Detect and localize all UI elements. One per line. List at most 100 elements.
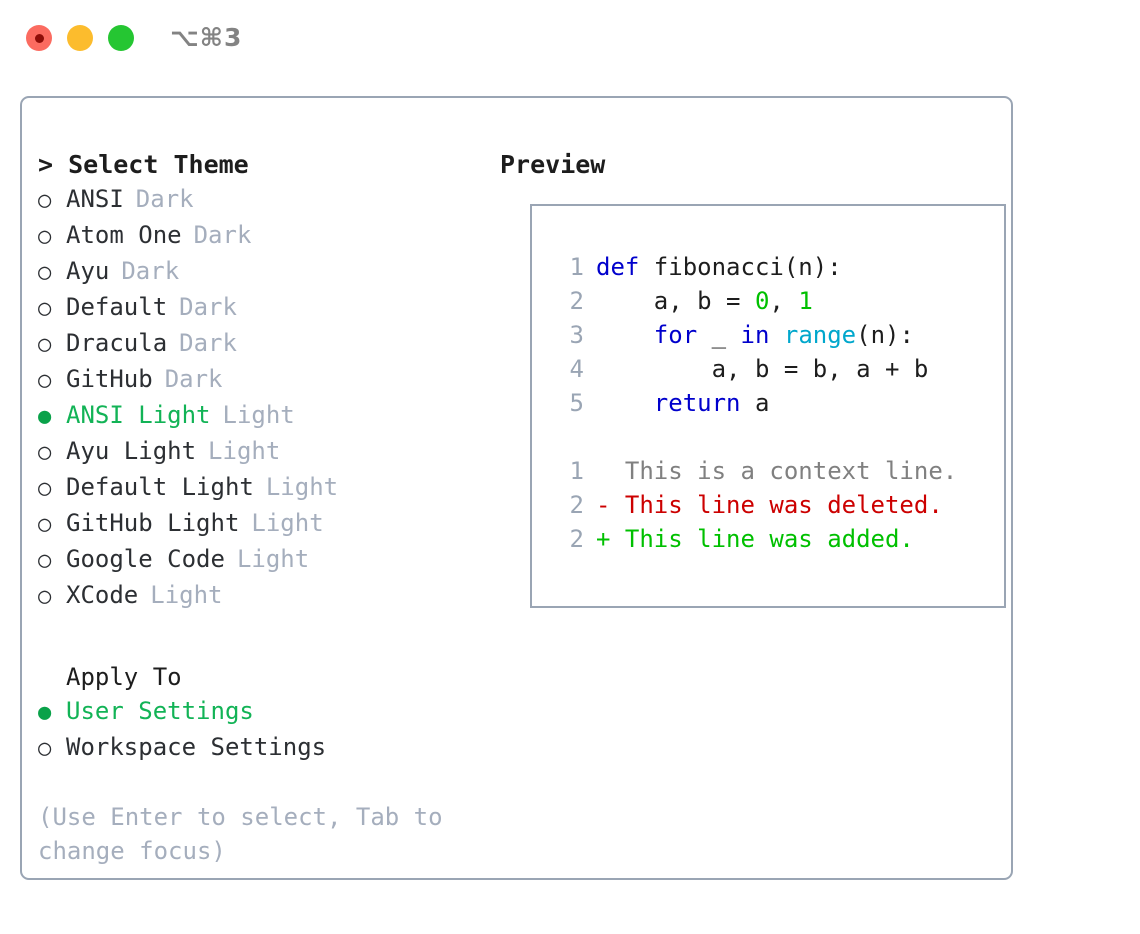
radio-unselected-icon: ○: [38, 188, 52, 213]
theme-kind-badge: Dark: [179, 329, 237, 357]
code-line: 3 for _ in range(n):: [550, 318, 957, 352]
theme-name: ANSI Light: [66, 401, 211, 429]
apply-to-item[interactable]: ○ Workspace Settings: [38, 730, 490, 766]
theme-kind-badge: Light: [208, 437, 281, 465]
theme-kind-badge: Light: [150, 581, 223, 609]
theme-kind-badge: Light: [251, 509, 324, 537]
minimize-button[interactable]: [67, 25, 93, 51]
code-token: [596, 321, 654, 349]
theme-list-item[interactable]: ● ANSI Light Light: [38, 398, 490, 434]
close-button[interactable]: [26, 25, 52, 51]
diff-line: 2 - This line was deleted.: [550, 488, 957, 522]
radio-unselected-icon: ○: [38, 512, 52, 537]
theme-name: GitHub: [66, 365, 153, 393]
code-token: 0: [754, 287, 770, 315]
line-number: 4: [569, 355, 584, 383]
radio-unselected-icon: ○: [38, 224, 52, 249]
code-token: [596, 389, 654, 417]
theme-list-item[interactable]: ○ Ayu Dark: [38, 254, 490, 290]
code-line: 4 a, b = b, a + b: [550, 352, 957, 386]
code-token: (n):: [856, 321, 914, 349]
code-token: in: [740, 321, 770, 349]
line-number: 2: [569, 525, 584, 553]
line-number: 2: [569, 287, 584, 315]
radio-unselected-icon: ○: [38, 476, 52, 501]
radio-unselected-icon: ○: [38, 332, 52, 357]
line-number: 5: [569, 389, 584, 417]
theme-kind-badge: Light: [265, 473, 339, 501]
radio-unselected-icon: ○: [38, 368, 52, 393]
blank-line: [550, 420, 957, 454]
preview-heading: Preview: [500, 150, 606, 179]
radio-unselected-icon: ○: [38, 736, 52, 761]
theme-list-item[interactable]: ○ Ayu Light Light: [38, 434, 490, 470]
code-token: _: [697, 321, 741, 349]
code-token: def: [596, 253, 640, 281]
diff-text: + This line was added.: [596, 525, 914, 553]
code-text: a, b = 0, 1: [596, 284, 813, 318]
code-text: a, b = b, a + b: [596, 352, 929, 386]
theme-kind-badge: Dark: [164, 365, 223, 393]
theme-name: ANSI: [66, 185, 124, 213]
theme-kind-badge: Light: [222, 401, 295, 429]
theme-name: Default: [66, 293, 168, 321]
theme-list-item[interactable]: ○ GitHub Dark: [38, 362, 490, 398]
theme-list-item[interactable]: ○ Default Dark: [38, 290, 490, 326]
code-token: fibonacci(n):: [639, 253, 842, 281]
code-token: return: [653, 389, 741, 417]
theme-kind-badge: Dark: [121, 257, 180, 285]
code-text: for _ in range(n):: [596, 318, 914, 352]
diff-text: - This line was deleted.: [596, 491, 943, 519]
line-number: 1: [569, 457, 584, 485]
diff-line: 2 + This line was added.: [550, 522, 957, 556]
line-number: 1: [569, 253, 584, 281]
theme-name: Ayu: [66, 257, 110, 285]
code-token: a, b =: [596, 287, 755, 315]
radio-selected-icon: ●: [38, 700, 52, 725]
spacer: [38, 614, 490, 660]
radio-unselected-icon: ○: [38, 260, 52, 285]
title-bar: ⌥⌘3: [0, 0, 1140, 80]
maximize-button[interactable]: [108, 25, 134, 51]
code-token: ,: [769, 287, 799, 315]
code-token: 1: [798, 287, 813, 315]
theme-name: Ayu Light: [66, 437, 197, 465]
keyboard-shortcut-label: ⌥⌘3: [170, 23, 243, 52]
radio-selected-icon: ●: [38, 404, 52, 429]
line-number: 2: [569, 491, 584, 519]
window-controls: [26, 25, 134, 51]
code-line: 1 def fibonacci(n):: [550, 250, 957, 284]
code-token: for: [653, 321, 698, 349]
apply-to-list[interactable]: ●User Settings ○ Workspace Settings: [38, 694, 490, 766]
code-token: range: [783, 321, 857, 349]
theme-list-item[interactable]: ○ ANSI Dark: [38, 182, 490, 218]
theme-name: Default Light: [66, 473, 254, 501]
diff-text: This is a context line.: [596, 457, 958, 485]
apply-to-item[interactable]: ●User Settings: [38, 694, 490, 730]
select-theme-heading: > Select Theme: [38, 150, 249, 179]
theme-list-item[interactable]: ○ Default Light Light: [38, 470, 490, 506]
code-token: a, b = b, a + b: [596, 355, 929, 383]
theme-name: GitHub Light: [66, 509, 240, 537]
theme-name: Atom One: [66, 221, 182, 249]
theme-list-item[interactable]: ○ GitHub Light Light: [38, 506, 490, 542]
code-token: [769, 321, 783, 349]
diff-line: 1 This is a context line.: [550, 454, 958, 488]
code-text: return a: [596, 386, 770, 420]
theme-kind-badge: Dark: [135, 185, 194, 213]
code-token: a: [740, 389, 770, 417]
radio-unselected-icon: ○: [38, 440, 52, 465]
radio-unselected-icon: ○: [38, 296, 52, 321]
theme-kind-badge: Dark: [179, 293, 237, 321]
apply-to-label: Workspace Settings: [66, 733, 327, 761]
theme-kind-badge: Light: [236, 545, 310, 573]
